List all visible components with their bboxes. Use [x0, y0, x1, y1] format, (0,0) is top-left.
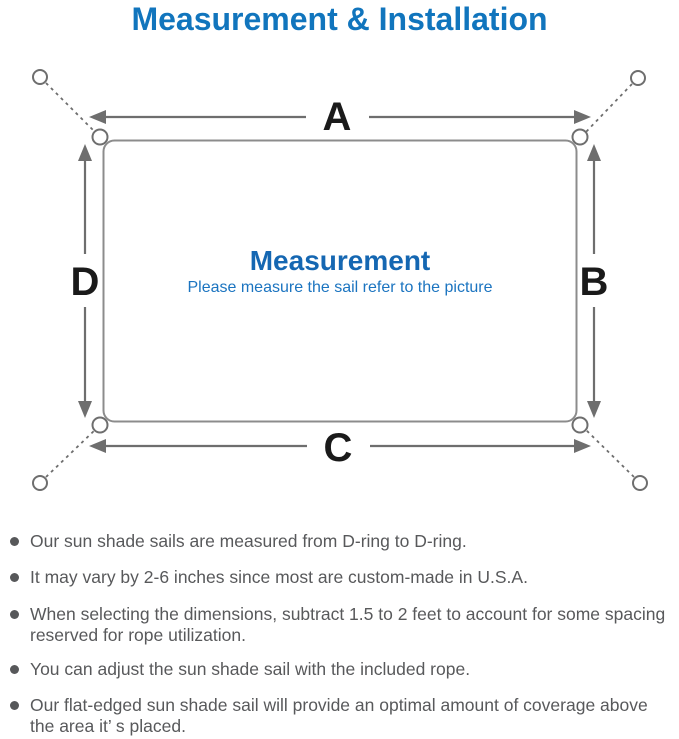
rope-dashed-line	[583, 427, 635, 478]
rope-dashed-line	[583, 83, 633, 135]
dimension-label-a: A	[323, 95, 352, 139]
anchor-ring-icon	[32, 69, 48, 85]
bullet-text: Our flat-edged sun shade sail will provi…	[30, 695, 648, 736]
sail-rectangle	[102, 139, 578, 423]
arrowhead-up-icon	[78, 144, 92, 161]
arrowhead-down-icon	[587, 401, 601, 418]
list-item: It may vary by 2-6 inches since most are…	[10, 567, 674, 588]
rope-dashed-line	[45, 427, 98, 478]
anchor-ring-icon	[632, 475, 648, 491]
d-ring-icon	[571, 416, 589, 434]
arrowhead-left-icon	[89, 110, 106, 124]
bullet-dot-icon	[10, 665, 19, 674]
dimension-label-b: B	[580, 260, 609, 304]
d-ring-icon	[91, 128, 109, 146]
d-ring-icon	[91, 416, 109, 434]
anchor-ring-icon	[630, 70, 646, 86]
d-ring-icon	[571, 128, 589, 146]
list-item: When selecting the dimensions, subtract …	[10, 604, 674, 646]
arrowhead-left-icon	[89, 439, 106, 453]
arrowhead-right-icon	[574, 439, 591, 453]
bullet-text: When selecting the dimensions, subtract …	[30, 604, 666, 645]
bullet-text: It may vary by 2-6 inches since most are…	[30, 567, 528, 587]
dimension-label-c: C	[324, 426, 353, 470]
rope-dashed-line	[45, 82, 98, 135]
bullet-text: Our sun shade sails are measured from D-…	[30, 531, 467, 551]
arrowhead-down-icon	[78, 401, 92, 418]
bullet-dot-icon	[10, 701, 19, 710]
center-subtitle: Please measure the sail refer to the pic…	[187, 279, 492, 296]
arrowhead-up-icon	[587, 144, 601, 161]
center-heading: Measurement	[250, 245, 431, 276]
list-item: Our flat-edged sun shade sail will provi…	[10, 695, 674, 737]
page-title: Measurement & Installation	[131, 1, 548, 37]
bullet-dot-icon	[10, 537, 19, 546]
instruction-list: Our sun shade sails are measured from D-…	[10, 531, 674, 739]
arrowhead-right-icon	[574, 110, 591, 124]
list-item: Our sun shade sails are measured from D-…	[10, 531, 674, 552]
bullet-dot-icon	[10, 610, 19, 619]
anchor-ring-icon	[32, 475, 48, 491]
list-item: You can adjust the sun shade sail with t…	[10, 659, 674, 680]
bullet-dot-icon	[10, 573, 19, 582]
measurement-diagram: A B C D Measurement Please measure the s…	[32, 69, 648, 491]
dimension-label-d: D	[71, 260, 100, 304]
bullet-text: You can adjust the sun shade sail with t…	[30, 659, 471, 679]
